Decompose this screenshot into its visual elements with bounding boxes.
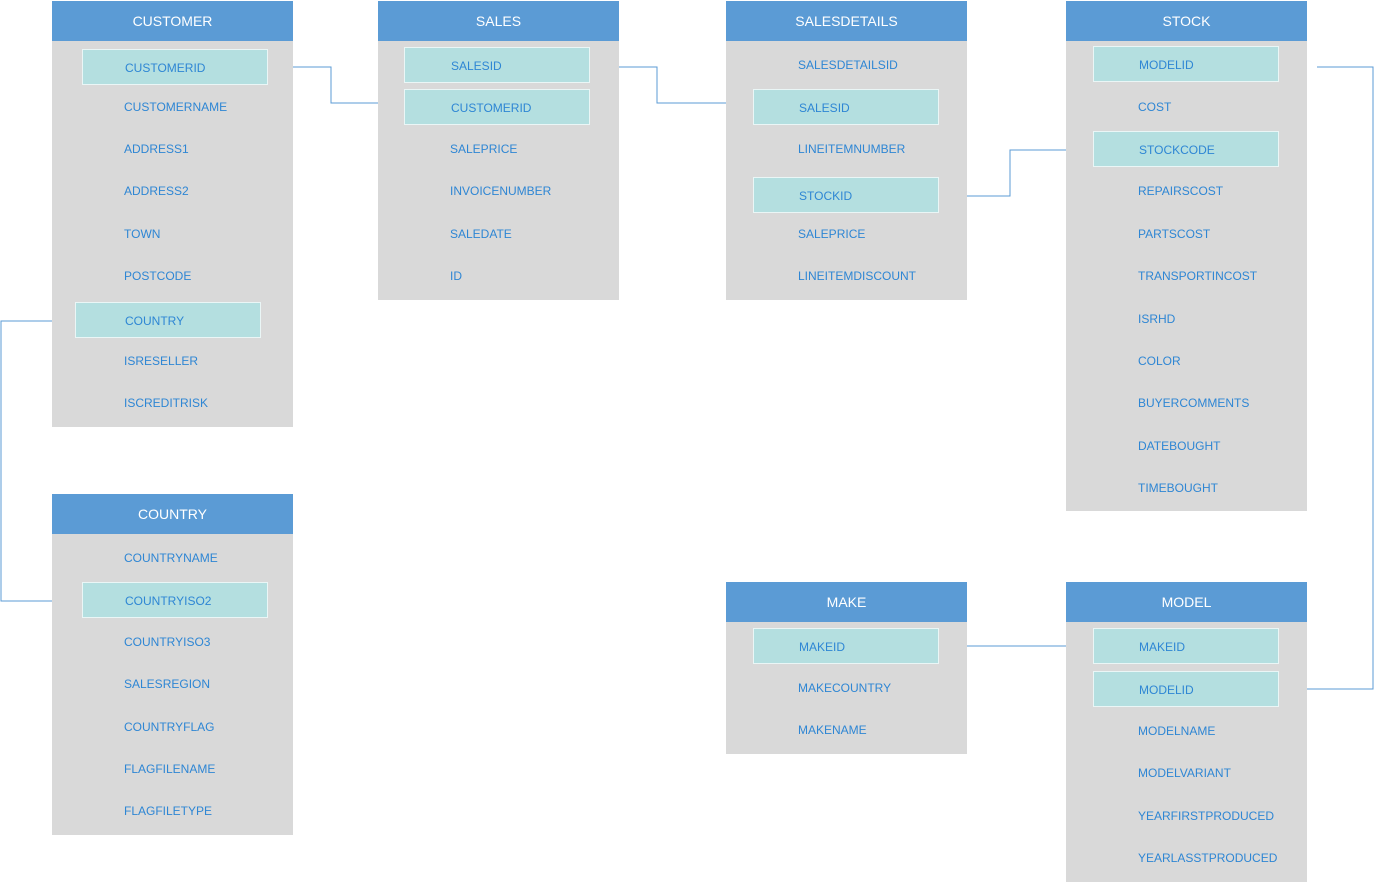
table-title: COUNTRY [52, 494, 293, 534]
table-title: SALES [378, 1, 619, 41]
table-title: SALESDETAILS [726, 1, 967, 41]
field-invoicenumber[interactable]: INVOICENUMBER [450, 184, 552, 198]
table-title: MODEL [1066, 582, 1307, 622]
field-id[interactable]: ID [450, 269, 462, 283]
field-transportincost[interactable]: TRANSPORTINCOST [1138, 269, 1258, 283]
field-isreseller[interactable]: ISRESELLER [124, 354, 199, 368]
field-stockcode[interactable]: STOCKCODE [1093, 131, 1279, 167]
field-isrhd[interactable]: ISRHD [1138, 312, 1176, 326]
field-cost[interactable]: COST [1138, 100, 1172, 114]
field-salesregion[interactable]: SALESREGION [124, 677, 211, 691]
field-makename[interactable]: MAKENAME [798, 723, 867, 737]
field-makeid[interactable]: MAKEID [1093, 628, 1279, 664]
field-modelvariant[interactable]: MODELVARIANT [1138, 766, 1231, 780]
field-flagfiletype[interactable]: FLAGFILETYPE [124, 804, 213, 818]
field-repairscost[interactable]: REPAIRSCOST [1138, 184, 1224, 198]
field-countryname[interactable]: COUNTRYNAME [124, 551, 218, 565]
field-address2[interactable]: ADDRESS2 [124, 184, 189, 198]
table-title: MAKE [726, 582, 967, 622]
field-yearlasstproduced[interactable]: YEARLASSTPRODUCED [1138, 851, 1278, 865]
field-address1[interactable]: ADDRESS1 [124, 142, 189, 156]
field-yearfirstproduced[interactable]: YEARFIRSTPRODUCED [1138, 809, 1275, 823]
field-makecountry[interactable]: MAKECOUNTRY [798, 681, 892, 695]
model-table[interactable]: MODEL MAKEID MODELID MODELNAME MODELVARI… [1066, 582, 1307, 882]
field-countryiso2[interactable]: COUNTRYISO2 [82, 582, 268, 618]
country-table[interactable]: COUNTRY COUNTRYNAME COUNTRYISO2 COUNTRYI… [52, 494, 293, 835]
field-salesdetailsid[interactable]: SALESDETAILSID [798, 58, 898, 72]
field-salesid[interactable]: SALESID [404, 47, 590, 83]
field-modelid[interactable]: MODELID [1093, 46, 1279, 82]
field-saleprice[interactable]: SALEPRICE [450, 142, 518, 156]
field-customerid[interactable]: CUSTOMERID [404, 89, 590, 125]
customer-table[interactable]: CUSTOMER CUSTOMERID CUSTOMERNAME ADDRESS… [52, 1, 293, 427]
field-countryflag[interactable]: COUNTRYFLAG [124, 720, 215, 734]
field-countryiso3[interactable]: COUNTRYISO3 [124, 635, 211, 649]
field-modelname[interactable]: MODELNAME [1138, 724, 1216, 738]
field-modelid[interactable]: MODELID [1093, 671, 1279, 707]
field-saleprice[interactable]: SALEPRICE [798, 227, 866, 241]
field-flagfilename[interactable]: FLAGFILENAME [124, 762, 216, 776]
field-saledate[interactable]: SALEDATE [450, 227, 512, 241]
table-title: CUSTOMER [52, 1, 293, 41]
field-salesid[interactable]: SALESID [753, 89, 939, 125]
make-table[interactable]: MAKE MAKEID MAKECOUNTRY MAKENAME [726, 582, 967, 754]
connector-stock-model [1302, 66, 1374, 690]
field-buyercomments[interactable]: BUYERCOMMENTS [1138, 396, 1250, 410]
field-country[interactable]: COUNTRY [75, 302, 261, 338]
connector-sales-salesdetails [601, 66, 731, 104]
field-iscreditrisk[interactable]: ISCREDITRISK [124, 396, 209, 410]
field-town[interactable]: TOWN [124, 227, 161, 241]
field-customername[interactable]: CUSTOMERNAME [124, 100, 228, 114]
field-partscost[interactable]: PARTSCOST [1138, 227, 1211, 241]
field-color[interactable]: COLOR [1138, 354, 1181, 368]
field-datebought[interactable]: DATEBOUGHT [1138, 439, 1221, 453]
salesdetails-table[interactable]: SALESDETAILS SALESDETAILSID SALESID LINE… [726, 1, 967, 300]
field-lineitemnumber[interactable]: LINEITEMNUMBER [798, 142, 906, 156]
stock-table[interactable]: STOCK MODELID COST STOCKCODE REPAIRSCOST… [1066, 1, 1307, 511]
field-postcode[interactable]: POSTCODE [124, 269, 192, 283]
field-timebought[interactable]: TIMEBOUGHT [1138, 481, 1218, 495]
field-stockid[interactable]: STOCKID [753, 177, 939, 213]
field-makeid[interactable]: MAKEID [753, 628, 939, 664]
field-customerid[interactable]: CUSTOMERID [82, 49, 268, 85]
field-lineitemdiscount[interactable]: LINEITEMDISCOUNT [798, 269, 917, 283]
table-title: STOCK [1066, 1, 1307, 41]
sales-table[interactable]: SALES SALESID CUSTOMERID SALEPRICE INVOI… [378, 1, 619, 300]
